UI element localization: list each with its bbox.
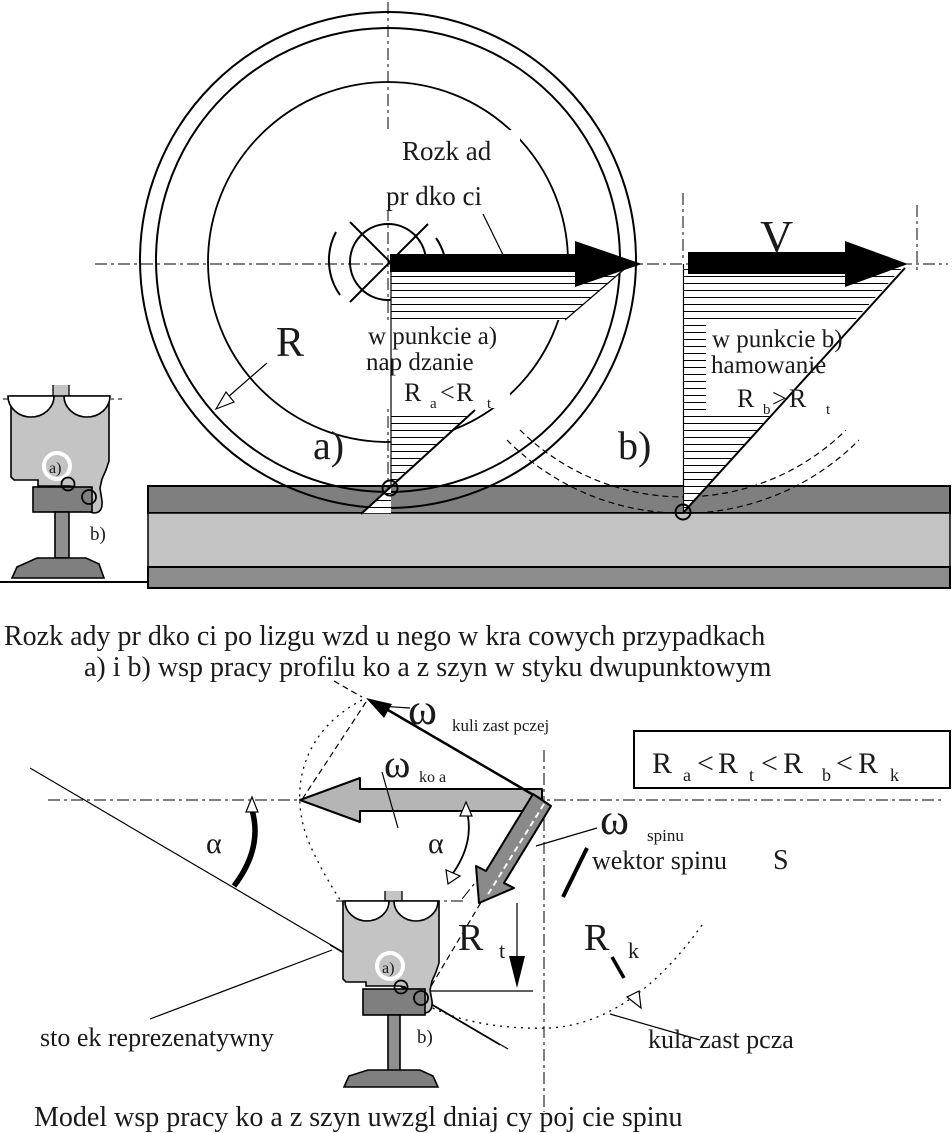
contact-point-b: [674, 503, 692, 521]
rail-bar: [147, 485, 951, 589]
top-diagram: a) b) Rozk ad pr dko ci V R a) b) w punk…: [0, 2, 951, 589]
big-label-a: a): [313, 423, 344, 468]
radius-leader: [214, 362, 268, 411]
rk-sub: k: [628, 938, 639, 963]
omega-kuli-leader: [377, 705, 411, 709]
caption-fig2: Model wsp pracy ko a z szyn uwzgl dniaj …: [34, 1102, 683, 1133]
bottom-diagram: a) b) R a < R t < R b < R k ω kuli zast …: [29, 680, 951, 1112]
point-b-annotation: w punkcie b) hamowanie R b > R t: [711, 326, 843, 418]
svg-text:t: t: [749, 765, 754, 785]
rail-foot: [10, 557, 106, 579]
velocity-arrow-a: [390, 241, 642, 287]
svg-text:a: a: [683, 765, 691, 785]
radius-label: R: [276, 320, 304, 366]
svg-text:R: R: [737, 384, 755, 413]
svg-text:nap dzanie: nap dzanie: [366, 349, 474, 376]
title-leader: [482, 213, 510, 268]
svg-text:t: t: [487, 396, 492, 412]
omega-spinu-leader: [535, 827, 598, 847]
svg-text:R: R: [456, 378, 474, 407]
inset-label-a: a): [49, 460, 61, 477]
svg-text:R: R: [858, 747, 878, 780]
contact-marker-a: [60, 476, 76, 492]
rt-dimension: [430, 903, 533, 992]
caption-fig1-line1: Rozk ady pr dko ci po lizgu wzd u nego w…: [4, 621, 765, 652]
contact-marker-a: [393, 979, 409, 995]
svg-text:<: <: [440, 378, 455, 407]
contact-point-a: [381, 479, 399, 497]
svg-text:R: R: [783, 747, 803, 780]
big-label-b: b): [618, 423, 651, 468]
kula-leader: [609, 1013, 701, 1041]
svg-text:a: a: [430, 396, 437, 412]
omega-spinu-arrow: [475, 793, 552, 904]
svg-text:R: R: [652, 747, 672, 780]
svg-text:b: b: [763, 402, 771, 418]
svg-text:hamowanie: hamowanie: [711, 352, 826, 379]
rk-leader: [610, 956, 642, 1010]
rail-foot: [342, 1069, 440, 1088]
wektor-leader: [561, 847, 589, 898]
omega-kola-sub: ko a: [419, 769, 446, 786]
contact-marker-b: [413, 990, 429, 1006]
inset-label-b: b): [417, 1027, 433, 1048]
svg-text:b: b: [822, 765, 831, 785]
svg-text:R: R: [404, 378, 422, 407]
velocity-title-1: Rozk ad: [402, 136, 492, 166]
s-label: S: [773, 845, 789, 876]
rail-web: [387, 1014, 401, 1072]
kuli-extension-dash: [333, 680, 363, 698]
v-label: V: [760, 211, 793, 262]
svg-text:k: k: [890, 765, 899, 785]
formula-box: R a < R t < R b < R k: [633, 730, 951, 789]
rail-web: [54, 511, 70, 559]
point-a-annotation: w punkcie a) nap dzanie R a < R t: [366, 323, 497, 412]
svg-text:w punkcie b): w punkcie b): [712, 326, 843, 353]
svg-text:<: <: [761, 747, 778, 780]
rt-label: R: [458, 917, 484, 959]
caption-fig1-line2: a) i b) wsp pracy profilu ko a z szyn w …: [84, 652, 772, 683]
wheel-rail-inset-bottom: a) b): [336, 891, 466, 1088]
alpha-label-left: α: [206, 827, 222, 860]
wheel-rail-inset-top: a) b): [3, 385, 122, 579]
velocity-title-2: pr dko ci: [386, 181, 482, 211]
label-ring: [42, 451, 72, 481]
text-bg: [386, 130, 520, 210]
omega-kola-label: ω: [384, 741, 410, 786]
svg-text:R: R: [789, 384, 807, 413]
parallelogram-dash: [302, 701, 367, 799]
alpha-arc-left: [231, 795, 259, 888]
alpha-arc-right: [445, 800, 473, 886]
kula-label: kula zast pcza: [648, 1025, 794, 1054]
omega-kuli-sub: kuli zast pczej: [452, 716, 549, 735]
omega-spinu-label: ω: [600, 795, 629, 844]
omega-spinu-sub: spinu: [647, 826, 684, 845]
svg-text:w punkcie a): w punkcie a): [368, 323, 497, 350]
svg-text:t: t: [826, 402, 831, 418]
velocity-profile-a: [360, 264, 629, 515]
svg-text:<: <: [836, 747, 853, 780]
wektor-spinu-label: wektor spinu: [592, 846, 727, 875]
contact-marker-b: [81, 489, 97, 505]
svg-text:<: <: [697, 747, 714, 780]
stozek-leader: [149, 949, 333, 1020]
inset-label-b: b): [90, 524, 106, 545]
svg-text:R: R: [718, 747, 738, 780]
velocity-arrow-v: [688, 241, 908, 287]
rt-sub: t: [499, 938, 505, 963]
text-bg: [360, 320, 510, 408]
alpha-label-right: α: [428, 827, 444, 860]
svg-text:>: >: [772, 384, 787, 413]
omega-kuli-label: ω: [408, 685, 437, 734]
rk-label: R: [584, 917, 610, 959]
inset-label-a: a): [382, 960, 394, 977]
label-ring: [375, 951, 405, 981]
omega-kuli-arrow: [366, 698, 543, 802]
stozek-label: sto ek reprezenatywny: [40, 1023, 274, 1052]
omega-kola-leader: [381, 771, 399, 829]
